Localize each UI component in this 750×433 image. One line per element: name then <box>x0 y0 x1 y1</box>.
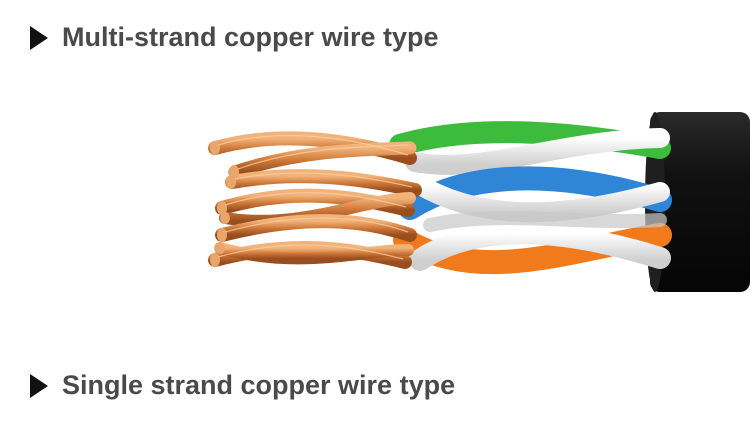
caption-multi-strand: Multi-strand copper wire type <box>30 24 439 51</box>
copper-strands <box>208 131 422 269</box>
insulated-pairs <box>389 121 672 275</box>
strand-highlights <box>217 134 413 260</box>
play-triangle-icon <box>30 373 48 398</box>
caption-multi-strand-text: Multi-strand copper wire type <box>62 22 439 52</box>
cable-photo <box>208 112 750 292</box>
caption-single-strand: Single strand copper wire type <box>30 372 455 399</box>
play-triangle-icon <box>30 25 48 50</box>
caption-single-strand-text: Single strand copper wire type <box>62 370 456 400</box>
